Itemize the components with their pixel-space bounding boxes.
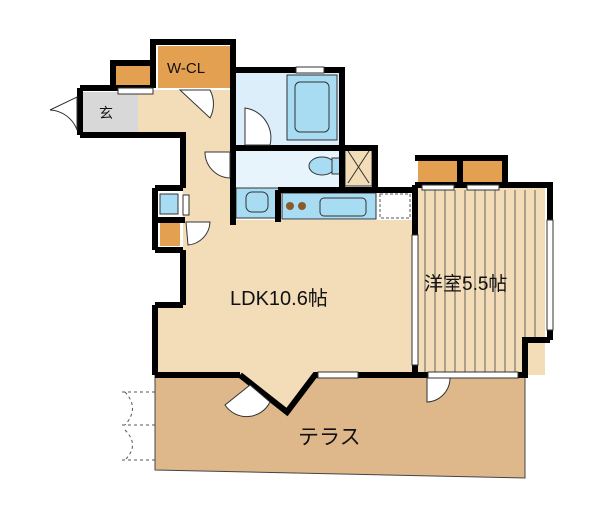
- closet: [116, 66, 153, 88]
- western-room-label: 洋室5.5帖: [424, 273, 507, 295]
- fridge-space: [379, 193, 411, 219]
- entrance-label: 玄: [99, 105, 113, 121]
- entrance-floor: [80, 92, 138, 135]
- wash-bowl: [245, 191, 269, 213]
- ldk-label: LDK10.6帖: [230, 287, 328, 310]
- toilet-tank: [331, 157, 341, 175]
- closet: [418, 160, 458, 185]
- terrace-label: テラス: [298, 426, 361, 449]
- storage-x-mark: [347, 150, 370, 184]
- flooring-lines: [424, 190, 536, 375]
- walk-in-closet: [158, 46, 230, 88]
- windows: [295, 66, 554, 379]
- doors: [49, 87, 500, 418]
- terrace-gate-dashes: [122, 391, 155, 461]
- shoe-cabinet: [159, 193, 179, 215]
- walk-in-closet-label: W-CL: [167, 60, 205, 77]
- sink: [319, 197, 367, 217]
- hallway-floor: [183, 135, 232, 225]
- ldk-floor: [155, 220, 415, 412]
- toilet: [308, 156, 336, 176]
- stove-burner: [286, 202, 294, 210]
- closet: [463, 160, 503, 185]
- hallway-floor: [138, 90, 232, 135]
- closet: [160, 222, 180, 246]
- bathtub-inner: [294, 81, 330, 133]
- stove-burner: [298, 202, 306, 210]
